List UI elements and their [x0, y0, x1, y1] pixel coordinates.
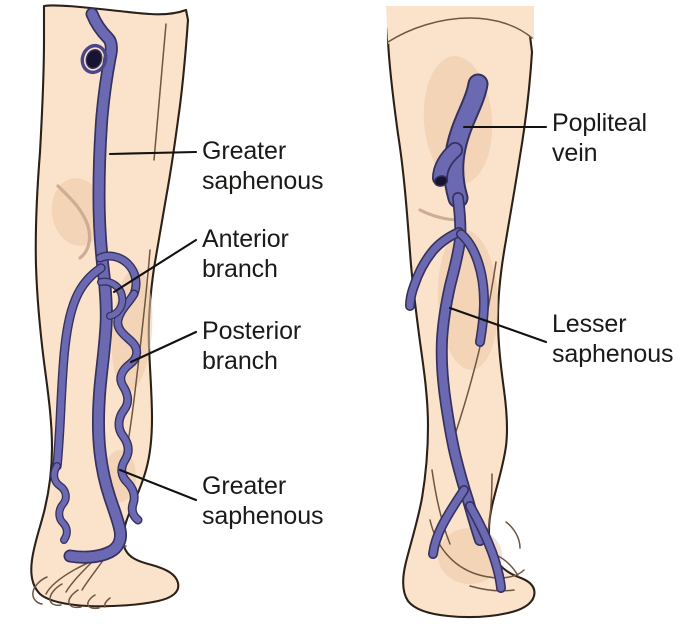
- anterior-branch: [53, 264, 105, 470]
- label-anterior-branch-line2: branch: [202, 255, 278, 283]
- label-popliteal-vein-line2: vein: [552, 139, 597, 167]
- posterior-branch: [114, 290, 142, 524]
- branch-tributary-loop: [98, 278, 126, 319]
- anterior-branch-distal: [51, 463, 70, 543]
- label-greater-saphenous-upper-line1: Greater: [202, 137, 286, 165]
- branch-arch: [96, 252, 140, 298]
- left-toe-3: [68, 589, 82, 609]
- left-thigh-inner-contour: [153, 23, 167, 161]
- left-toe-4: [87, 594, 100, 610]
- leader-lesser-saphenous: [448, 306, 548, 344]
- annotation-labels: Greater saphenous Anterior branch Poster…: [202, 109, 674, 530]
- label-lesser-saphenous-line2: saphenous: [552, 340, 673, 368]
- left-foot-dorsum-contour: [65, 561, 93, 593]
- label-posterior-branch-line1: Posterior: [202, 317, 301, 345]
- label-posterior-branch-line2: branch: [202, 347, 278, 375]
- left-toe-1: [32, 576, 48, 605]
- right-gluteal-fold-contour: [387, 17, 533, 43]
- lesser-saphenous-lateral-tributary: [457, 230, 488, 346]
- label-greater-saphenous-lower: Greater saphenous: [202, 472, 324, 530]
- left-foot: [32, 545, 127, 610]
- label-greater-saphenous-lower-line1: Greater: [202, 472, 286, 500]
- label-greater-saphenous-lower-line2: saphenous: [202, 502, 323, 530]
- lesser-saphenous-medial-tributary: [406, 228, 463, 310]
- left-toe-5: [104, 597, 111, 608]
- label-lesser-saphenous-line1: Lesser: [552, 310, 626, 338]
- ankle-medial-branch: [429, 486, 468, 558]
- leader-greater-saphenous-lower: [118, 468, 198, 502]
- left-leg-veins: [50, 7, 143, 564]
- label-popliteal-vein: Popliteal vein: [552, 109, 647, 167]
- left-leg-anterior-view: [30, 4, 190, 610]
- right-achilles-contour-left: [431, 469, 451, 545]
- label-greater-saphenous-upper: Greater saphenous: [202, 137, 324, 195]
- ankle-lateral-branch: [466, 502, 505, 592]
- leader-posterior-branch: [129, 330, 198, 364]
- leader-greater-saphenous-upper: [108, 150, 198, 156]
- popliteal-vein-lumen: [433, 175, 449, 187]
- label-greater-saphenous-upper-line2: saphenous: [202, 167, 323, 195]
- left-knee-contour: [56, 184, 92, 260]
- lesser-saphenous-trunk: [437, 193, 485, 545]
- left-toe-2: [49, 583, 63, 606]
- label-lesser-saphenous: Lesser saphenous: [552, 310, 674, 368]
- right-lateral-malleolus: [505, 521, 521, 549]
- right-heel-pad-contour: [469, 585, 515, 592]
- popliteal-vein: [445, 75, 487, 207]
- label-posterior-branch: Posterior branch: [202, 317, 301, 375]
- label-anterior-branch: Anterior branch: [202, 225, 289, 283]
- leader-anterior-branch: [112, 238, 198, 294]
- saphenofemoral-opening-rim: [80, 43, 108, 75]
- right-heel-crease: [497, 555, 519, 577]
- greater-saphenous-trunk: [65, 9, 126, 562]
- right-leg-veins: [405, 73, 506, 593]
- leader-lines: [108, 125, 548, 502]
- right-leg-top-notch: [386, 6, 534, 44]
- label-popliteal-vein-line1: Popliteal: [552, 109, 647, 137]
- right-calf-contour: [449, 261, 497, 451]
- saphenofemoral-opening: [85, 48, 103, 70]
- label-anterior-branch-line1: Anterior: [202, 225, 289, 253]
